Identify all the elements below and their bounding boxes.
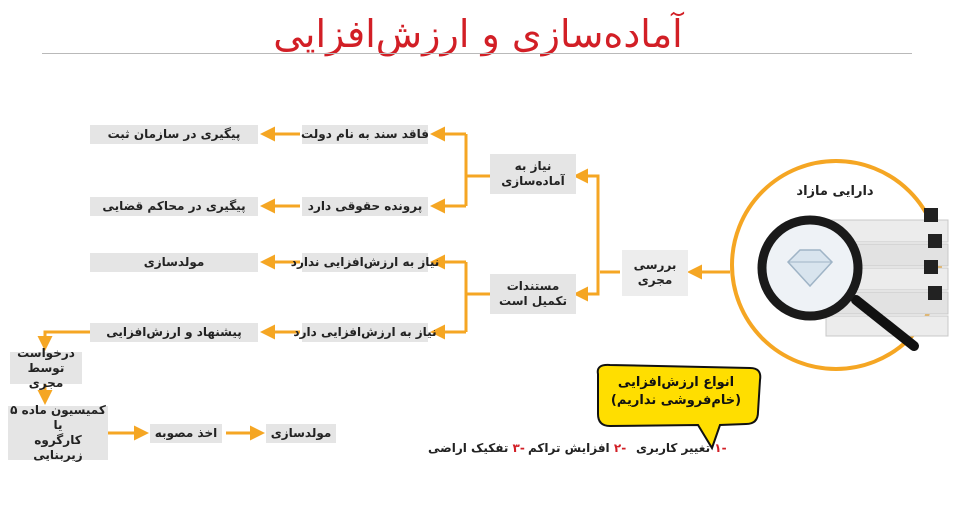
document-stack-icon [825,208,949,337]
action-box: پیگیری در سازمان ثبت [90,125,258,144]
page-title: آماده‌سازی و ارزش‌افزایی [273,12,683,56]
legend-item-3: -۳ تفکیک اراضی [428,441,525,455]
condition-box: پرونده حقوقی دارد [302,197,428,216]
bubble-text: انواع ارزش‌افزایی (خام‌فروشی نداریم) [610,375,742,408]
title-divider [42,53,912,54]
root-label: بررسی مجری [633,258,677,287]
asset-illustration [730,159,949,371]
branch-complete-label: مستندات تکمیل است [499,279,567,308]
final-box: مولدسازی [266,424,336,443]
branch-complete-box: مستندات تکمیل است [490,274,576,314]
condition-box: فاقد سند به نام دولت [301,125,429,144]
arrow-action-to-request [37,330,90,351]
branch-prep-label: نیاز به آماده‌سازی [501,159,565,188]
condition-box: نیاز به ارزش‌افزایی دارد [293,323,437,342]
legend-item-1: -۱ تغییر کاربری [636,441,727,455]
diamond-icon [786,249,834,288]
branch-prep-box: نیاز به آماده‌سازی [490,154,576,194]
request-box: درخواست توسط مجری [10,346,82,390]
condition-box: نیاز به ارزش‌افزایی ندارد [291,253,439,272]
action-box: پیگیری در محاکم قضایی [90,197,258,216]
action-box: مولدسازی [90,253,258,272]
magnifier-icon [757,215,919,351]
action-box: پیشنهاد و ارزش‌افزایی [90,323,258,342]
root-review-box: بررسی مجری [622,250,688,296]
speech-bubble [596,363,762,451]
asset-label: دارایی مازاد [796,184,874,199]
approval-box: اخذ مصوبه [150,424,222,443]
root-bracket [580,174,600,296]
commission-box: کمیسیون ماده ۵ یا کارگروه زیربنایی [8,403,108,462]
legend-item-2: -۲ افزایش تراکم [528,441,627,455]
